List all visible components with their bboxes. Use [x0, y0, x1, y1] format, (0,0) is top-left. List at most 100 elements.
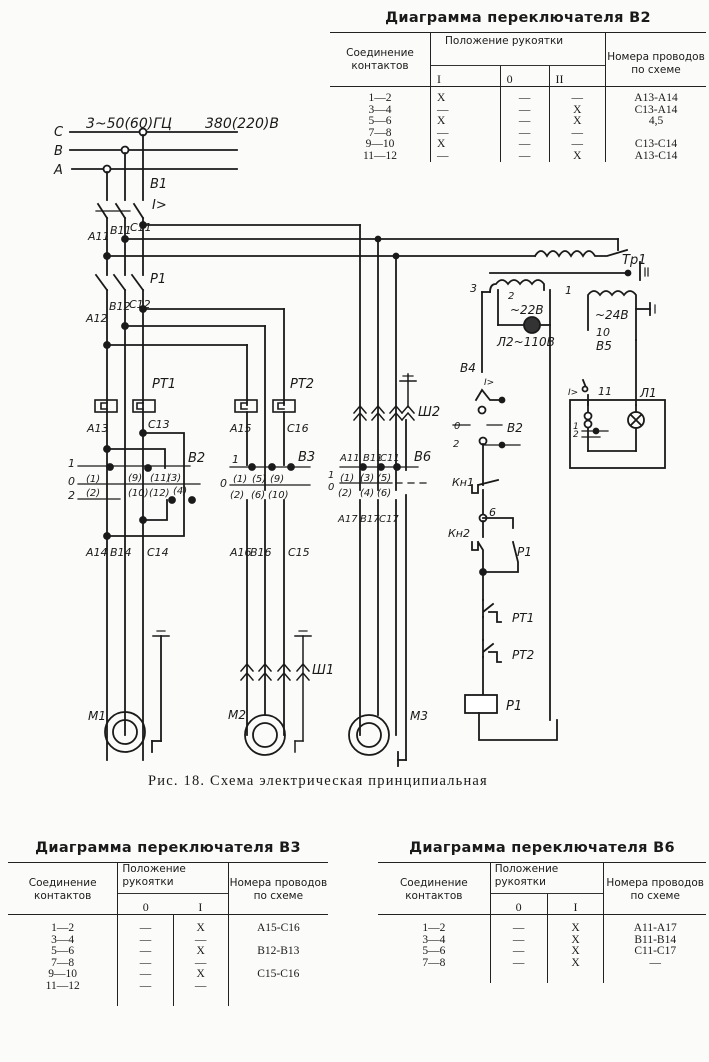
label-b17: В17	[360, 514, 380, 525]
b4-overcurrent-label: I>	[484, 378, 494, 388]
b2-contact-2: (2)	[86, 488, 100, 499]
thermal-relay-contacts	[464, 599, 558, 741]
voltage-24v-label: ~24В	[595, 308, 629, 322]
label-a11-b6: А11	[339, 453, 360, 464]
pt2-label: РТ2	[290, 377, 314, 392]
wire-6-label: 6	[489, 506, 496, 519]
table-row: 11—12——	[8, 980, 328, 992]
motor-1	[104, 630, 170, 753]
junction-dots	[103, 221, 400, 260]
table-b3-col-position: Положение рукоятки	[117, 862, 229, 894]
label-a12: А12	[85, 312, 108, 325]
label-c14: С14	[147, 546, 169, 559]
transformer-primary	[489, 248, 649, 281]
b2-ctrl-pos-2: 2	[453, 439, 459, 450]
b2-ctrl-label: В2	[507, 421, 523, 435]
table-row: 7—8———	[330, 127, 706, 139]
label-b11-b6: В11	[363, 453, 383, 464]
table-b6-col-wires: Номера проводов по схеме	[603, 862, 706, 915]
plug-sh2-label: Ш2	[418, 405, 440, 420]
switch-b5-label: В5	[596, 339, 612, 353]
lamp-l1-label: Л1	[639, 386, 657, 400]
switch-b2	[77, 429, 201, 540]
motor-2	[244, 714, 286, 756]
b2-contact-11: (11)	[150, 473, 171, 484]
label-a11: А11	[87, 230, 110, 243]
b2-contact-9: (9)	[128, 473, 142, 484]
b2-pos-1: 1	[68, 457, 75, 470]
b2-contact-1: (1)	[86, 474, 100, 485]
supply-busbars	[69, 131, 238, 170]
motor-2-label: М2	[228, 708, 246, 722]
b3-contact-2: (2)	[230, 490, 244, 501]
b5-overcurrent-label: I>	[568, 388, 578, 398]
table-b2-col-contacts: Соединение контактов	[346, 47, 414, 72]
pt1-ctrl-label: РТ1	[512, 611, 534, 625]
table-b3-pos-1: I	[173, 893, 229, 915]
wire-11-label: 11	[598, 385, 612, 398]
label-c13: С13	[148, 418, 170, 431]
b6-contact-5: (5)	[377, 473, 391, 484]
table-b2-title: Диаграмма переключателя В2	[385, 10, 651, 26]
table-b6-title: Диаграмма переключателя В6	[409, 840, 675, 856]
table-row: 7—8—X—	[378, 957, 706, 969]
table-b6-pos-0: 0	[489, 893, 548, 915]
label-b14: В14	[110, 546, 132, 559]
b6-contact-1: (1)	[340, 473, 354, 484]
contactor-p1-main	[94, 273, 145, 761]
tap-2-label: 2	[508, 291, 514, 302]
table-b3-pos-0: 0	[117, 893, 174, 915]
kn1-label: Кн1	[452, 476, 474, 489]
table-b2-pos-1: I	[430, 65, 501, 87]
transformer-label: Тр1	[622, 253, 646, 268]
breaker-b1-label: В1	[150, 177, 167, 192]
plug-sh1-label: Ш1	[312, 663, 334, 678]
plug-sh1	[239, 630, 312, 753]
breaker-b1	[95, 134, 145, 220]
b3-contact-9: (9)	[270, 474, 284, 485]
label-a15: А15	[229, 422, 252, 435]
motor-1-label: М1	[88, 709, 106, 723]
label-a14: А14	[85, 546, 108, 559]
branch-motor-2	[103, 305, 285, 491]
motor-3	[348, 714, 390, 756]
table-b6-pos-1: I	[546, 893, 604, 915]
table-b2-col-wires: Номера проводов по схеме	[605, 32, 706, 87]
label-c11-b6: С11	[380, 453, 400, 464]
thermal-relay-heaters	[94, 399, 296, 413]
label-a13: А13	[86, 422, 109, 435]
label-c16: С16	[287, 422, 309, 435]
label-b16: В16	[250, 546, 272, 559]
table-b2-pos-0: 0	[499, 65, 550, 87]
label-c17: С17	[379, 514, 399, 525]
b6-contact-2: (2)	[338, 488, 352, 499]
switch-b4-label: В4	[460, 361, 476, 375]
lamp-l2-label: Л2~110В	[496, 335, 555, 349]
b3-pos-0: 0	[220, 477, 227, 490]
tap-1-label: 1	[565, 284, 572, 297]
table-b6-col-contacts: Соединение контактов	[399, 877, 468, 902]
b3-contact-6: (6)	[251, 490, 265, 501]
b6-pos-1: 1	[328, 470, 334, 481]
coil-p1-label: Р1	[506, 699, 522, 714]
control-switches	[452, 388, 521, 601]
voltage-22v-label: ~22В	[510, 303, 544, 317]
label-a16: А16	[229, 546, 252, 559]
switch-b2-label: В2	[188, 451, 205, 466]
b2-contact-3: (3)	[167, 473, 181, 484]
table-b2-pos-2: II	[548, 65, 606, 87]
b6-pos-0: 0	[328, 482, 334, 493]
label-p1-contacts: Р1	[150, 272, 166, 287]
table-switch-b3: Диаграмма переключателя В3 Соединение ко…	[8, 840, 328, 1006]
transformer-secondary-24v	[569, 290, 666, 469]
b2-pos-2: 2	[68, 489, 75, 502]
